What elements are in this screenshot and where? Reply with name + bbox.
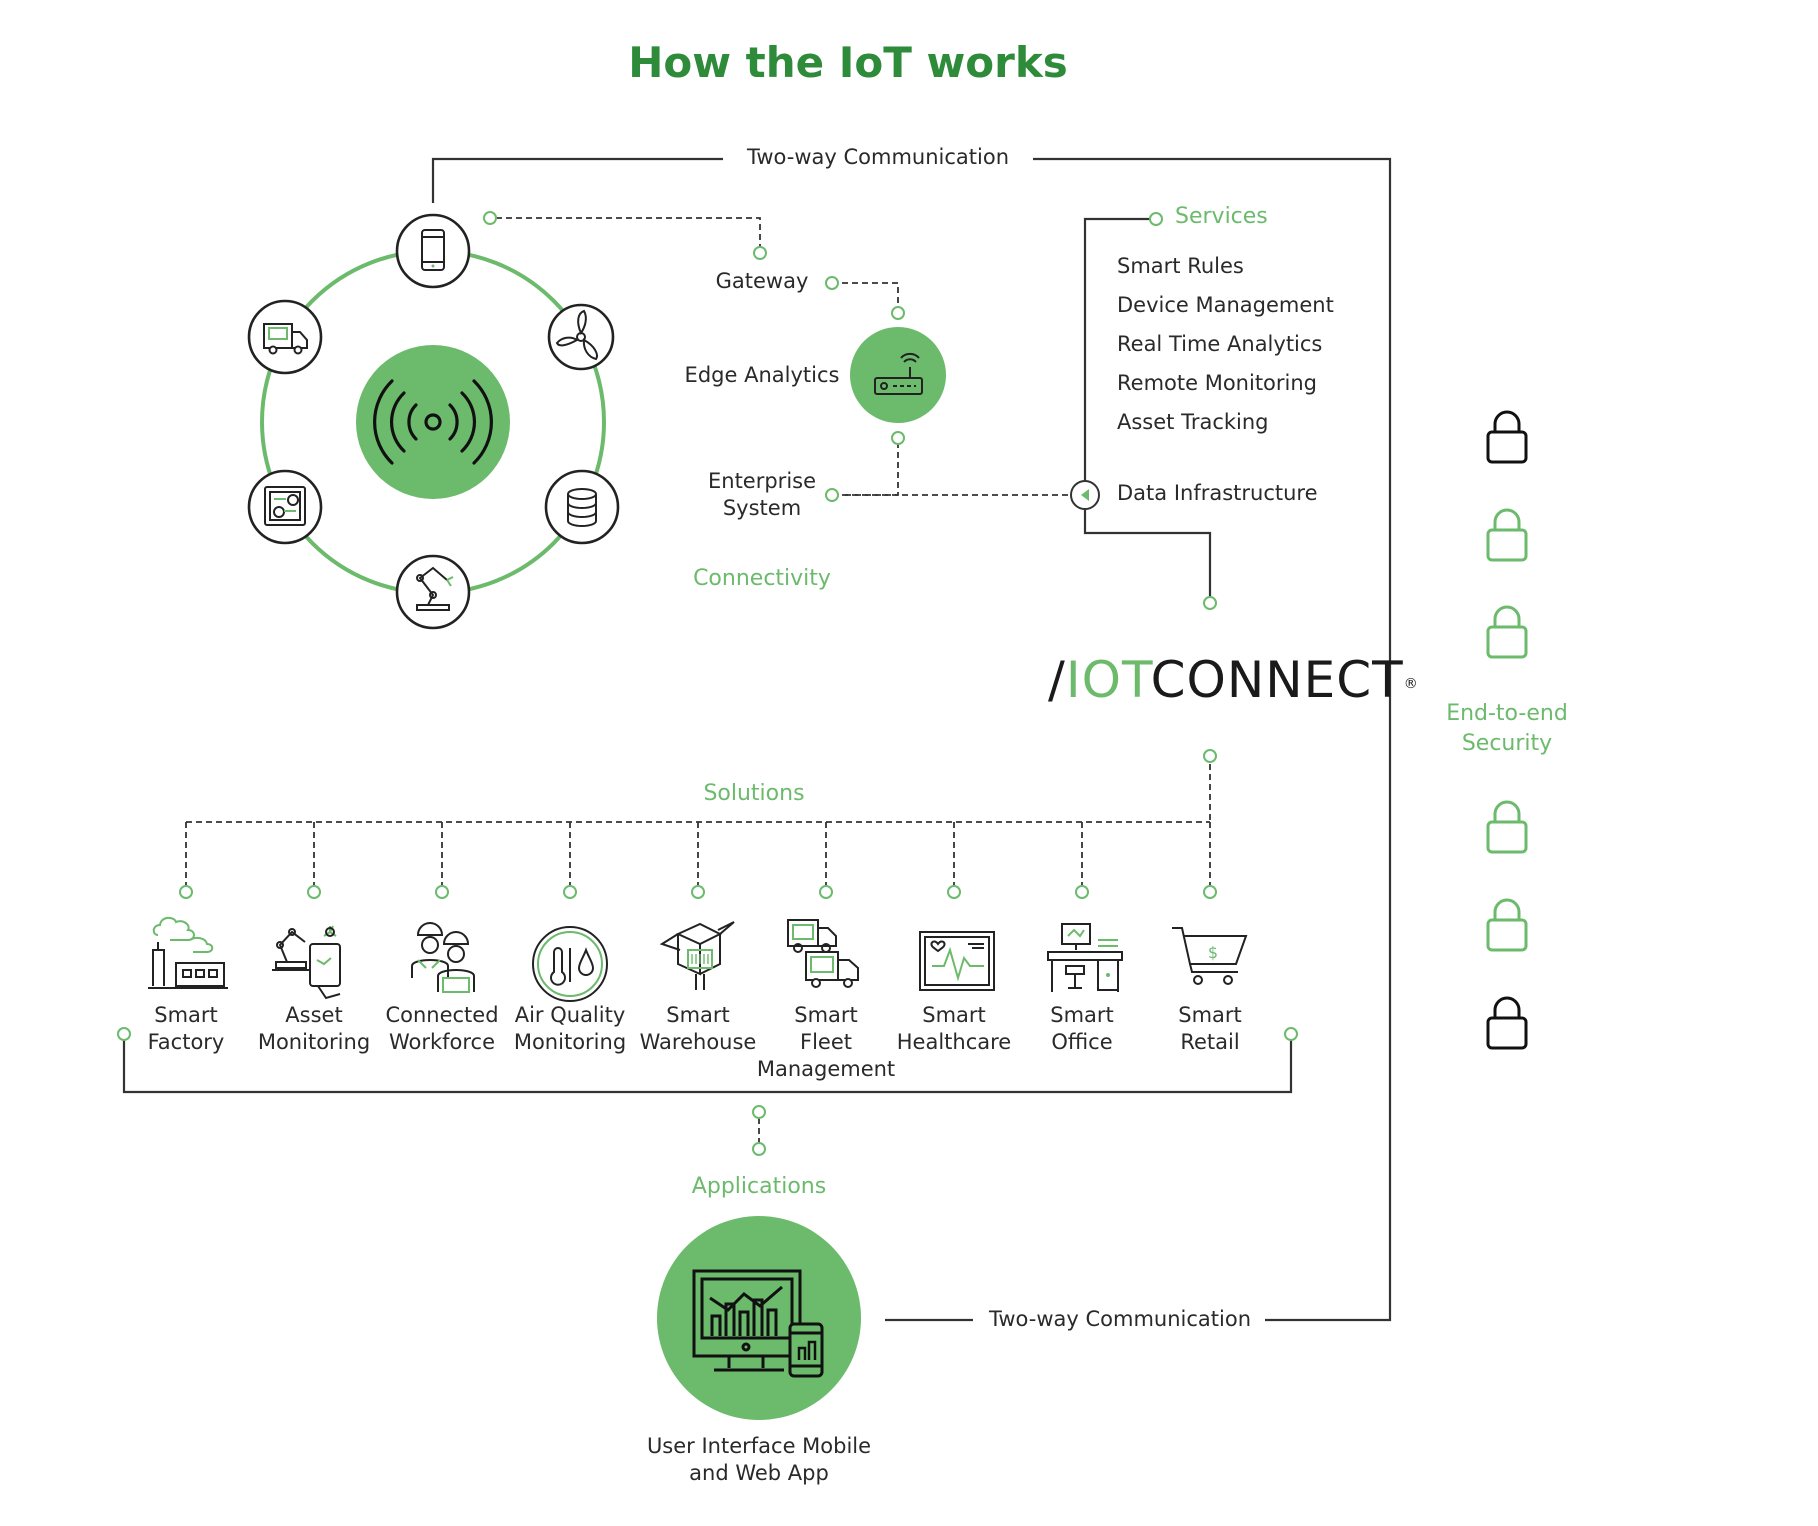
- shopping-cart-icon: $: [1172, 927, 1248, 985]
- service-item: Asset Tracking: [1117, 410, 1269, 434]
- solution-label-2: Healthcare: [896, 1030, 1012, 1054]
- database-icon: [567, 488, 597, 527]
- heart-monitor-icon: [919, 931, 995, 991]
- device-node-truck: [247, 299, 323, 375]
- broadcast-icon: [373, 379, 493, 465]
- device-node-turbine: [547, 303, 615, 371]
- thermometer-drop-icon: [532, 926, 608, 1002]
- solution-connector-dot: [819, 885, 833, 899]
- solution-label-1: Asset: [285, 1003, 343, 1027]
- page-title: How the IoT works: [628, 38, 1068, 87]
- solution-label-1: Smart: [666, 1003, 730, 1027]
- solution-label-1: Smart: [1050, 1003, 1114, 1027]
- solution-label-2: Workforce: [388, 1030, 496, 1054]
- padlock-icon: [1486, 996, 1528, 1050]
- solution-label-1: Smart: [154, 1003, 218, 1027]
- solution-connector-dot: [435, 885, 449, 899]
- solution-label-1: Smart: [922, 1003, 986, 1027]
- solutions-heading: Solutions: [703, 781, 805, 806]
- service-item: Smart Rules: [1117, 254, 1244, 278]
- device-node-panel: [247, 469, 323, 545]
- dashboard-monitor-icon: [692, 1269, 824, 1378]
- padlock-icon: [1486, 410, 1528, 464]
- trucks-icon: [787, 919, 859, 988]
- solution-label-2: Office: [1051, 1030, 1113, 1054]
- enterprise-label-line2: System: [722, 496, 802, 520]
- edge-enterprise-dash: [842, 442, 899, 496]
- two-way-top-label: Two-way Communication: [746, 145, 1010, 169]
- solution-label-2: Fleet: [800, 1030, 852, 1054]
- solution-label-2: Factory: [147, 1030, 225, 1054]
- robot-arm-tablet-icon: [272, 925, 341, 1000]
- solution-label-1: Smart: [1178, 1003, 1242, 1027]
- solution-label-1: Connected: [385, 1003, 499, 1027]
- solution-label-1: Air Quality: [514, 1003, 626, 1027]
- router-icon: [874, 352, 923, 395]
- truck-icon: [263, 323, 308, 355]
- iotconnect-logo: /IOTCONNECT®: [1048, 651, 1419, 709]
- workers-icon: [411, 922, 475, 993]
- gateway-label: Gateway: [715, 269, 809, 293]
- device-node-phone: [395, 213, 471, 289]
- security-label-line2: Security: [1461, 731, 1553, 756]
- padlock-icon: [1486, 898, 1528, 952]
- services-bracket: [1083, 217, 1212, 597]
- solution-connector-dot: [563, 885, 577, 899]
- padlock-icon: [1486, 605, 1528, 659]
- office-desk-icon: [1047, 923, 1123, 992]
- service-item: Real Time Analytics: [1117, 332, 1323, 356]
- arrow-left-icon: [1081, 489, 1089, 501]
- package-icon: [659, 921, 735, 990]
- factory-icon: [148, 916, 228, 989]
- solution-label-2: Monitoring: [513, 1030, 627, 1054]
- solution-connector-dot: [691, 885, 705, 899]
- solution-label-2: Retail: [1180, 1030, 1240, 1054]
- padlock-icon: [1486, 800, 1528, 854]
- two-way-bottom-label: Two-way Communication: [988, 1307, 1252, 1331]
- connectivity-heading: Connectivity: [693, 566, 831, 591]
- phone-gateway-dash: [496, 217, 761, 248]
- two-way-top-left-line: [431, 157, 723, 203]
- solution-connector-dot: [307, 885, 321, 899]
- services-heading: Services: [1175, 204, 1268, 229]
- edge-analytics-circle: [850, 327, 946, 423]
- applications-heading: Applications: [691, 1174, 827, 1199]
- solution-label-2: Warehouse: [639, 1030, 757, 1054]
- gateway-edge-dash: [842, 282, 899, 308]
- mobile-phone-icon: [421, 229, 445, 271]
- edge-analytics-label: Edge Analytics: [684, 363, 840, 387]
- service-item: Device Management: [1117, 293, 1334, 317]
- solution-connector-dot: [1203, 885, 1217, 899]
- control-panel-icon: [264, 486, 306, 526]
- solution-connector-dot: [947, 885, 961, 899]
- app-label-line2: and Web App: [689, 1461, 829, 1485]
- solution-connector-dot: [179, 885, 193, 899]
- service-item: Remote Monitoring: [1117, 371, 1318, 395]
- solution-connector-dot: [1075, 885, 1089, 899]
- security-label-line1: End-to-end: [1446, 701, 1568, 726]
- two-way-right-frame: [1033, 157, 1392, 1322]
- wind-turbine-icon: [555, 309, 598, 361]
- solution-label-2: Monitoring: [257, 1030, 371, 1054]
- solution-label-3: Management: [756, 1057, 896, 1081]
- robot-arm-icon: [416, 566, 454, 611]
- solution-label-1: Smart: [794, 1003, 858, 1027]
- svg-text:$: $: [1208, 943, 1218, 962]
- enterprise-label-line1: Enterprise: [707, 469, 817, 493]
- hub-circle: [356, 345, 510, 499]
- data-infrastructure-label: Data Infrastructure: [1117, 481, 1318, 505]
- applications-bracket: [122, 1036, 1293, 1094]
- padlock-icon: [1486, 508, 1528, 562]
- app-label-line1: User Interface Mobile: [646, 1434, 872, 1458]
- applications-circle: [657, 1216, 861, 1420]
